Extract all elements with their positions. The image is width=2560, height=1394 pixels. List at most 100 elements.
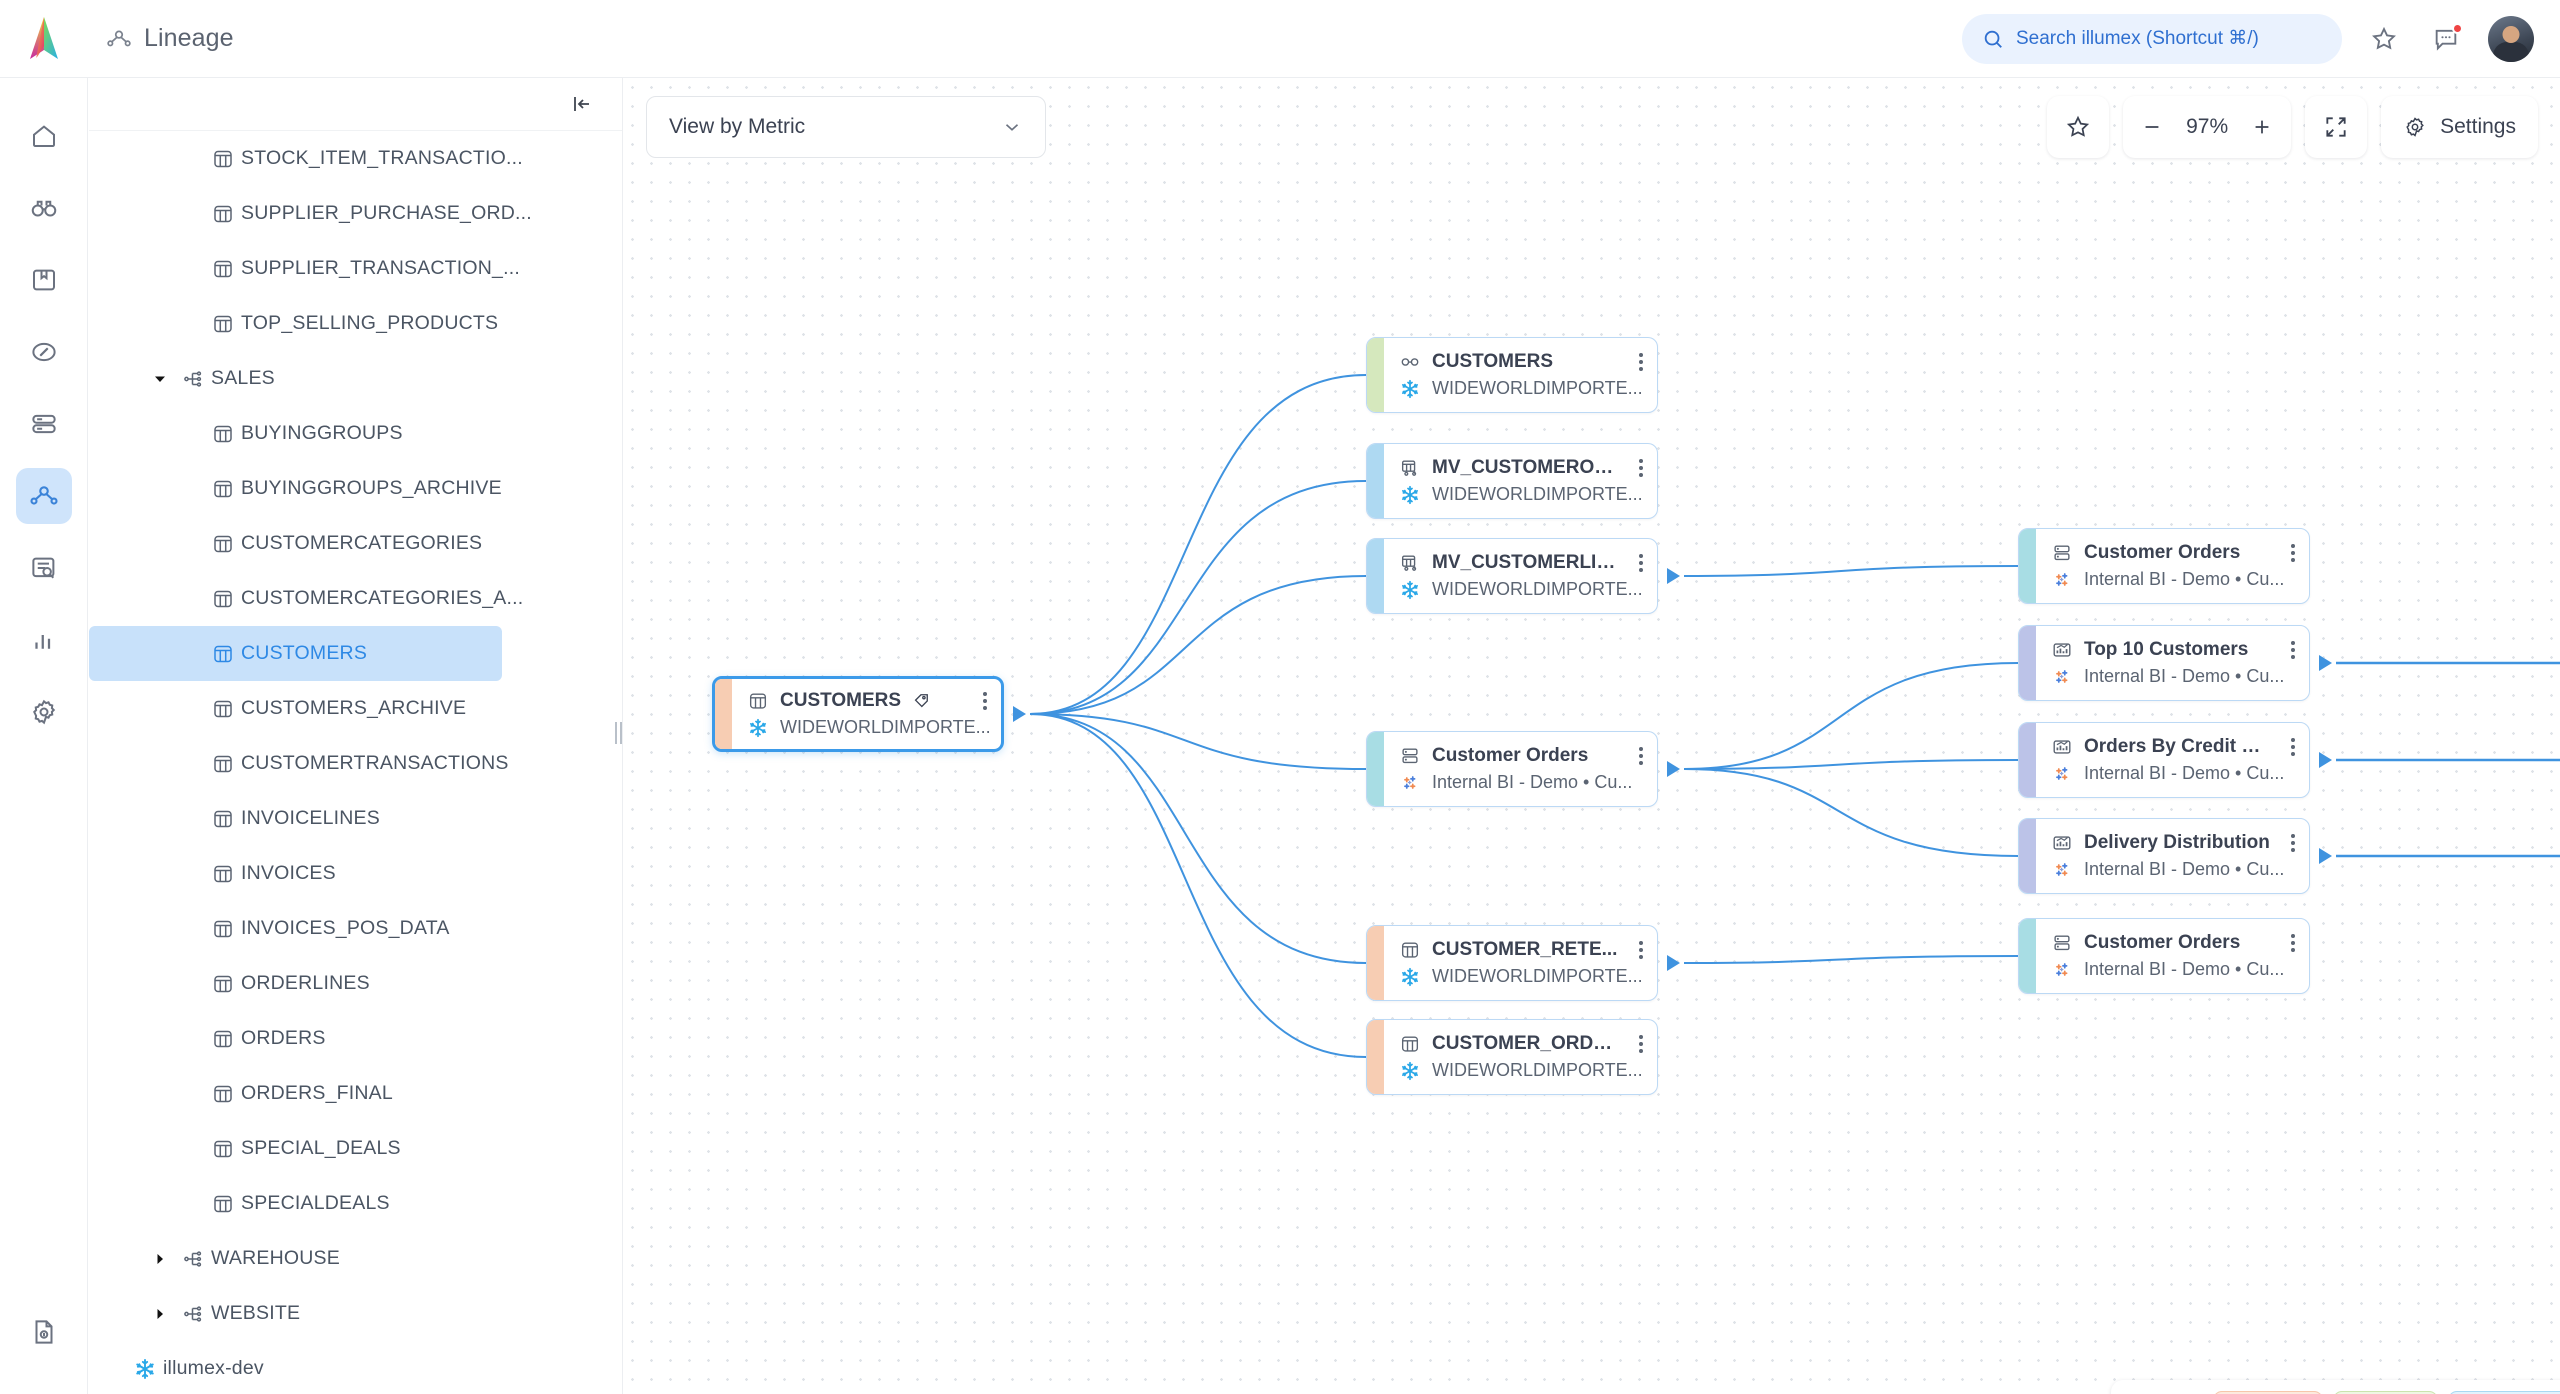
tag-icon[interactable]	[911, 691, 931, 711]
app-logo[interactable]	[0, 16, 88, 62]
tree-item-supplier-transaction[interactable]: SUPPLIER_TRANSACTION_...	[89, 241, 622, 296]
tree-item-specialdeals[interactable]: SPECIALDEALS	[89, 1176, 622, 1231]
table-icon	[205, 1192, 241, 1216]
tree-item-label: INVOICES_POS_DATA	[241, 917, 450, 939]
tree-item-invoices-pos-data[interactable]: INVOICES_POS_DATA	[89, 901, 622, 956]
sidebar-item-lineage[interactable]	[15, 468, 72, 524]
node-menu-button[interactable]	[1639, 1034, 1647, 1053]
node-menu-button[interactable]	[1639, 553, 1647, 572]
tree-item-label: SPECIAL_DEALS	[241, 1137, 401, 1159]
snowflake-icon	[1398, 1060, 1422, 1082]
tree-item-customers[interactable]: CUSTOMERS	[89, 626, 502, 681]
sidebar-item-queries[interactable]	[16, 540, 72, 596]
minus-icon[interactable]	[2141, 116, 2163, 138]
chevron-right-icon[interactable]	[145, 1306, 175, 1322]
tree-item-invoicelines[interactable]: INVOICELINES	[89, 791, 622, 846]
tree-item-buyinggroups-archive[interactable]: BUYINGGROUPS_ARCHIVE	[89, 461, 622, 516]
plus-icon[interactable]	[2251, 116, 2273, 138]
tree-item-label: WEBSITE	[211, 1302, 301, 1324]
sidebar-item-datasets[interactable]	[16, 396, 72, 452]
node-menu-button[interactable]	[2291, 933, 2299, 952]
tree-item-label: CUSTOMERS_ARCHIVE	[241, 697, 467, 719]
compass-icon	[31, 342, 56, 362]
tree-item-orders[interactable]: ORDERS	[89, 1011, 622, 1066]
node-title: Customer Orders	[2084, 931, 2241, 953]
lineage-node[interactable]: Customer Orders Internal BI - Demo • Cu.…	[2018, 918, 2310, 994]
sidebar-item-explore[interactable]	[16, 324, 72, 380]
favorite-button[interactable]	[2364, 19, 2404, 59]
favorite-graph-button[interactable]	[2047, 96, 2110, 158]
avatar[interactable]	[2488, 15, 2534, 62]
tree-item-customertransactions[interactable]: CUSTOMERTRANSACTIONS	[89, 736, 622, 791]
data-source-icon	[2050, 932, 2074, 954]
tree-item-orders-final[interactable]: ORDERS_FINAL	[89, 1066, 622, 1121]
node-menu-button[interactable]	[983, 691, 991, 710]
sidebar-item-catalog[interactable]	[16, 252, 72, 308]
lineage-canvas[interactable]: View by Metric 97%	[623, 78, 2560, 1394]
tree-item-label: SUPPLIER_PURCHASE_ORD...	[241, 202, 532, 224]
feedback-button[interactable]	[2426, 19, 2466, 59]
tree-item-label: CUSTOMERCATEGORIES	[241, 532, 483, 554]
lineage-node[interactable]: MV_CUSTOMERLIF... WIDEWORLDIMPORTE...	[1366, 538, 1658, 614]
tree-item-top-selling-products[interactable]: TOP_SELLING_PRODUCTS	[89, 296, 622, 351]
node-menu-button[interactable]	[2291, 640, 2299, 659]
lineage-node[interactable]: CUSTOMERS WIDEWORLDIMPORTE...	[1366, 337, 1658, 413]
tree-item-label: CUSTOMERTRANSACTIONS	[241, 752, 509, 774]
tree-item-stock-item-transactio[interactable]: STOCK_ITEM_TRANSACTIO...	[89, 131, 622, 186]
lineage-node[interactable]: MV_CUSTOMEROR... WIDEWORLDIMPORTE...	[1366, 443, 1658, 519]
search-input[interactable]: Search illumex (Shortcut ⌘/)	[1962, 13, 2342, 64]
fullscreen-button[interactable]	[2305, 96, 2368, 158]
collapse-panel-icon[interactable]	[570, 92, 594, 116]
tree-item-supplier-purchase-ord[interactable]: SUPPLIER_PURCHASE_ORD...	[89, 186, 622, 241]
tree-item-invoices[interactable]: INVOICES	[89, 846, 622, 901]
node-menu-button[interactable]	[2291, 543, 2299, 562]
table-icon	[205, 532, 241, 556]
settings-button[interactable]: Settings	[2381, 96, 2538, 158]
sidebar-item-settings[interactable]	[16, 684, 72, 740]
node-title: Top 10 Customers	[2084, 638, 2249, 660]
canvas-toolbar: 97% Settings	[2047, 96, 2538, 158]
lineage-node[interactable]: CUSTOMERS WIDEWORLDIMPORTE...	[712, 676, 1004, 752]
panel-resize-handle[interactable]	[612, 720, 624, 746]
lineage-node[interactable]: Customer Orders Internal BI - Demo • Cu.…	[1366, 731, 1658, 807]
tree-item-label: INVOICES	[241, 862, 336, 884]
node-menu-button[interactable]	[2291, 737, 2299, 756]
node-subtitle: Internal BI - Demo • Cu...	[2084, 859, 2285, 879]
lineage-node[interactable]: CUSTOMER_ORDE... WIDEWORLDIMPORTE...	[1366, 1019, 1658, 1095]
lineage-node[interactable]: CUSTOMER_RETE... WIDEWORLDIMPORTE...	[1366, 925, 1658, 1001]
visual-icon	[2050, 832, 2074, 854]
chevron-down-icon	[1005, 124, 1019, 131]
node-menu-button[interactable]	[1639, 352, 1647, 371]
lineage-node[interactable]: Top 10 Customers Internal BI - Demo • Cu…	[2018, 625, 2310, 701]
data-source-icon	[2050, 542, 2074, 564]
sidebar-item-discover[interactable]	[16, 180, 72, 236]
sidebar-item-home[interactable]	[16, 108, 72, 164]
tree-item-buyinggroups[interactable]: BUYINGGROUPS	[89, 406, 622, 461]
view-by-metric-select[interactable]: View by Metric	[646, 96, 1046, 158]
snowflake-icon	[1398, 378, 1422, 400]
table-icon	[205, 862, 241, 886]
sidebar-item-analytics[interactable]	[16, 612, 72, 668]
node-menu-button[interactable]	[2291, 833, 2299, 852]
tree-item-special-deals[interactable]: SPECIAL_DEALS	[89, 1121, 622, 1176]
node-type-stripe	[1367, 732, 1384, 806]
chevron-right-icon[interactable]	[145, 1251, 175, 1267]
lineage-node[interactable]: Delivery Distribution Internal BI - Demo…	[2018, 818, 2310, 894]
tree-item-warehouse[interactable]: WAREHOUSE	[89, 1231, 622, 1286]
tree-item-label: CUSTOMERCATEGORIES_A...	[241, 587, 524, 609]
tree-item-orderlines[interactable]: ORDERLINES	[89, 956, 622, 1011]
chevron-down-icon[interactable]	[145, 371, 175, 387]
node-menu-button[interactable]	[1639, 746, 1647, 765]
lineage-node[interactable]: Customer Orders Internal BI - Demo • Cu.…	[2018, 528, 2310, 604]
tree-item-customercategories[interactable]: CUSTOMERCATEGORIES	[89, 516, 622, 571]
tree-item-illumex-dev[interactable]: illumex-dev	[89, 1341, 622, 1394]
lineage-node[interactable]: Orders By Credit Li... Internal BI - Dem…	[2018, 722, 2310, 798]
tree-item-customers-archive[interactable]: CUSTOMERS_ARCHIVE	[89, 681, 622, 736]
tree-item-website[interactable]: WEBSITE	[89, 1286, 622, 1341]
tree-item-sales[interactable]: SALES	[89, 351, 622, 406]
tree-item-customercategories-a[interactable]: CUSTOMERCATEGORIES_A...	[89, 571, 622, 626]
illumex-logo-icon	[30, 16, 58, 60]
node-menu-button[interactable]	[1639, 458, 1647, 477]
sidebar-item-help[interactable]	[16, 1304, 72, 1360]
node-menu-button[interactable]	[1639, 940, 1647, 959]
